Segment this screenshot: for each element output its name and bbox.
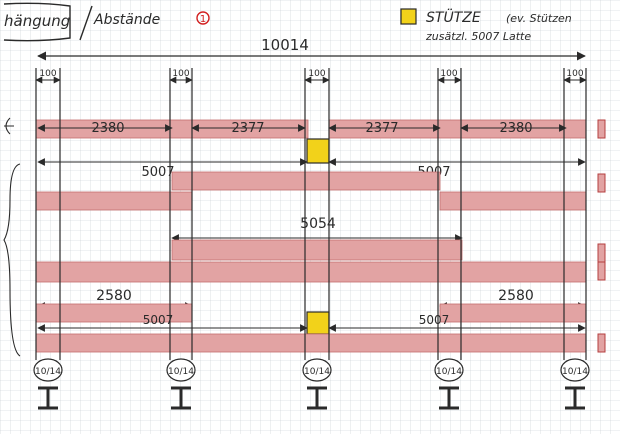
- post-width-label-3: 100: [308, 69, 325, 79]
- i-beam-foot-icon-4: [439, 386, 459, 410]
- post-width-dimensions: 100 100 100 100 100: [35, 69, 587, 84]
- post-label-circle-1: [33, 358, 63, 382]
- side-span-left-label: 2580: [96, 288, 132, 304]
- marker-circle: [196, 11, 210, 25]
- subtitle-text: Abstände: [93, 12, 160, 28]
- i-beam-foot-icon-5: [565, 386, 585, 410]
- i-beam-foot-icon-3: [307, 386, 327, 410]
- half-span-left-label: 5007: [141, 165, 174, 180]
- span-outer-right-label: 2380: [499, 121, 532, 136]
- legend-stuetze-swatch: [400, 8, 417, 25]
- marker-number: 1: [200, 14, 206, 25]
- legend-label: STÜTZE: [426, 8, 481, 26]
- post-label-circle-3: [302, 358, 332, 382]
- i-beam-foot-icon-1: [38, 386, 58, 410]
- post-label-circle-4: [434, 358, 464, 382]
- left-brace: [3, 163, 21, 357]
- i-beam-foot-icon-2: [171, 386, 191, 410]
- middle-span-label: 5054: [300, 216, 336, 232]
- half-span-lower-left-label: 5007: [143, 313, 174, 327]
- stuetze-post-bottom: [306, 311, 330, 335]
- stuetze-post-top: [306, 138, 330, 164]
- span-outer-left-label: 2380: [91, 121, 124, 136]
- post-label-circle-2: [166, 358, 196, 382]
- post-width-label-2: 100: [172, 69, 189, 79]
- span-inner-left-label: 2377: [231, 121, 264, 136]
- legend-note-2: zusätzl. 5007 Latte: [425, 30, 531, 43]
- post-foot-1: 10/14: [33, 358, 63, 410]
- post-label-5: 10/14: [562, 367, 588, 377]
- section-mark-4: [597, 261, 606, 281]
- section-mark-1: [597, 119, 606, 139]
- post-label-1: 10/14: [35, 367, 61, 377]
- post-foot-5: 10/14: [560, 358, 590, 410]
- beam-row3-center: [171, 239, 463, 261]
- beam-row2-center: [171, 171, 441, 191]
- post-width-label-1: 100: [39, 69, 56, 79]
- title-text: hängung: [4, 12, 70, 30]
- post-foot-4: 10/14: [434, 358, 464, 410]
- post-label-3: 10/14: [304, 367, 330, 377]
- post-foot-2: 10/14: [166, 358, 196, 410]
- post-label-4: 10/14: [436, 367, 462, 377]
- legend-note-1: (ev. Stützen: [506, 12, 572, 25]
- half-span-lower-right-label: 5007: [419, 313, 450, 327]
- title-slash: [79, 5, 93, 41]
- section-mark-3: [597, 243, 606, 263]
- span-inner-right-label: 2377: [365, 121, 398, 136]
- eye-mark-icon: [4, 117, 14, 135]
- post-width-label-4: 100: [440, 69, 457, 79]
- title-bracket: [3, 2, 71, 42]
- section-mark-5: [597, 333, 606, 353]
- beam-row3-full: [35, 261, 587, 283]
- post-label-2: 10/14: [168, 367, 194, 377]
- post-label-circle-5: [560, 358, 590, 382]
- post-foot-3: 10/14: [302, 358, 332, 410]
- overall-dimension-label: 10014: [261, 36, 309, 54]
- beam-row1-left: [35, 119, 309, 139]
- side-span-right-label: 2580: [498, 288, 534, 304]
- posts: [35, 68, 587, 360]
- section-mark-2: [597, 173, 606, 193]
- post-width-label-5: 100: [566, 69, 583, 79]
- beam-row5-full: [35, 333, 587, 353]
